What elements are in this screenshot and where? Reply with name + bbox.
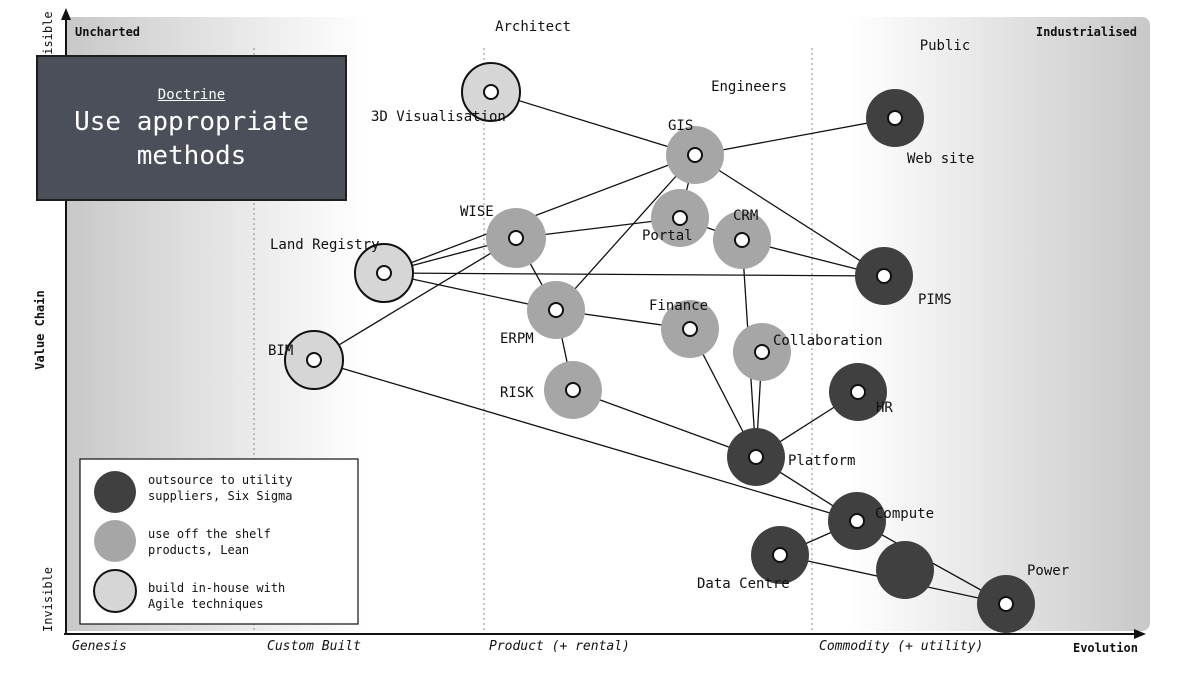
stage-label-product: Product (+ rental) [489, 639, 630, 654]
crm-node [734, 232, 750, 248]
legend-light-text-line2: Agile techniques [148, 597, 264, 611]
legend: outsource to utility suppliers, Six Sigm… [79, 458, 359, 625]
link-gis-landregistry [383, 154, 696, 274]
crm-label: CRM [733, 208, 758, 224]
datacentre-node [772, 547, 788, 563]
pims-node [876, 268, 892, 284]
bim-label: BIM [268, 343, 293, 359]
corner-label-industrialised: Industrialised [1036, 25, 1137, 39]
hr-label: HR [876, 400, 893, 416]
landregistry-node [376, 265, 392, 281]
compute-label: Compute [875, 506, 934, 522]
landregistry-label: Land Registry [270, 237, 380, 253]
collaboration-node [754, 344, 770, 360]
x-axis-title: Evolution [1073, 641, 1138, 655]
link-gis-erpm [555, 154, 696, 311]
legend-dark-text-line2: suppliers, Six Sigma [148, 489, 293, 503]
legend-mid-swatch [94, 520, 136, 562]
architect-label: Architect [495, 19, 571, 35]
legend-dark-text-line1: outsource to utility [148, 473, 293, 487]
stage-label-commodity: Commodity (+ utility) [819, 639, 983, 654]
stage-label-custom-built: Custom Built [267, 639, 361, 654]
link-visualisation-gis [490, 91, 696, 156]
platform-label: Platform [788, 453, 855, 469]
portal-node [672, 210, 688, 226]
legend-light-swatch [93, 569, 137, 613]
y-axis-arrow [61, 8, 71, 20]
legend-light-text-line1: build in-house with [148, 581, 285, 595]
extra-compute-halo [876, 541, 934, 599]
power-node [998, 596, 1014, 612]
axis-label-invisible: Invisible [41, 567, 55, 632]
wise-label: WISE [460, 204, 494, 220]
finance-node [682, 321, 698, 337]
risk-label: RISK [500, 385, 534, 401]
collaboration-label: Collaboration [773, 333, 883, 349]
website-label: Web site [907, 151, 974, 167]
compute-node [849, 513, 865, 529]
y-axis-title: Value Chain [33, 290, 47, 369]
link-risk-platform [572, 389, 757, 458]
axis-label-visible: Visible [41, 11, 55, 62]
doctrine-text: Use appropriate methods [74, 107, 309, 171]
visualisation-label: 3D Visualisation [371, 109, 506, 125]
legend-mid-text-line1: use off the shelf [148, 527, 271, 541]
platform-node [748, 449, 764, 465]
risk-node [565, 382, 581, 398]
wise-node [508, 230, 524, 246]
hr-node [850, 384, 866, 400]
public-node [887, 110, 903, 126]
link-bim-compute [313, 359, 858, 522]
engineers-label: Engineers [711, 79, 787, 95]
finance-label: Finance [649, 298, 708, 314]
link-gis-website [694, 117, 896, 156]
erpm-node [548, 302, 564, 318]
architect-node [483, 84, 499, 100]
x-axis-arrow [1134, 629, 1146, 639]
datacentre-label: Data Centre [697, 576, 790, 592]
bim-node [306, 352, 322, 368]
doctrine-label: Doctrine [157, 87, 226, 103]
stage-label-genesis: Genesis [72, 639, 127, 654]
link-wise-bim [313, 237, 517, 361]
link-landregistry-pims [383, 272, 885, 277]
power-label: Power [1027, 563, 1069, 579]
public-label: Public [920, 38, 971, 54]
legend-mid-text-line2: products, Lean [148, 543, 249, 557]
engineers-node [687, 147, 703, 163]
erpm-label: ERPM [500, 331, 534, 347]
link-gis-pims [694, 154, 885, 277]
legend-dark-swatch [94, 471, 136, 513]
portal-label: Portal [642, 228, 693, 244]
pims-label: PIMS [918, 292, 952, 308]
gis-label: GIS [668, 118, 693, 134]
corner-label-uncharted: Uncharted [75, 25, 140, 39]
doctrine-panel: Doctrine Use appropriate methods [36, 55, 347, 201]
